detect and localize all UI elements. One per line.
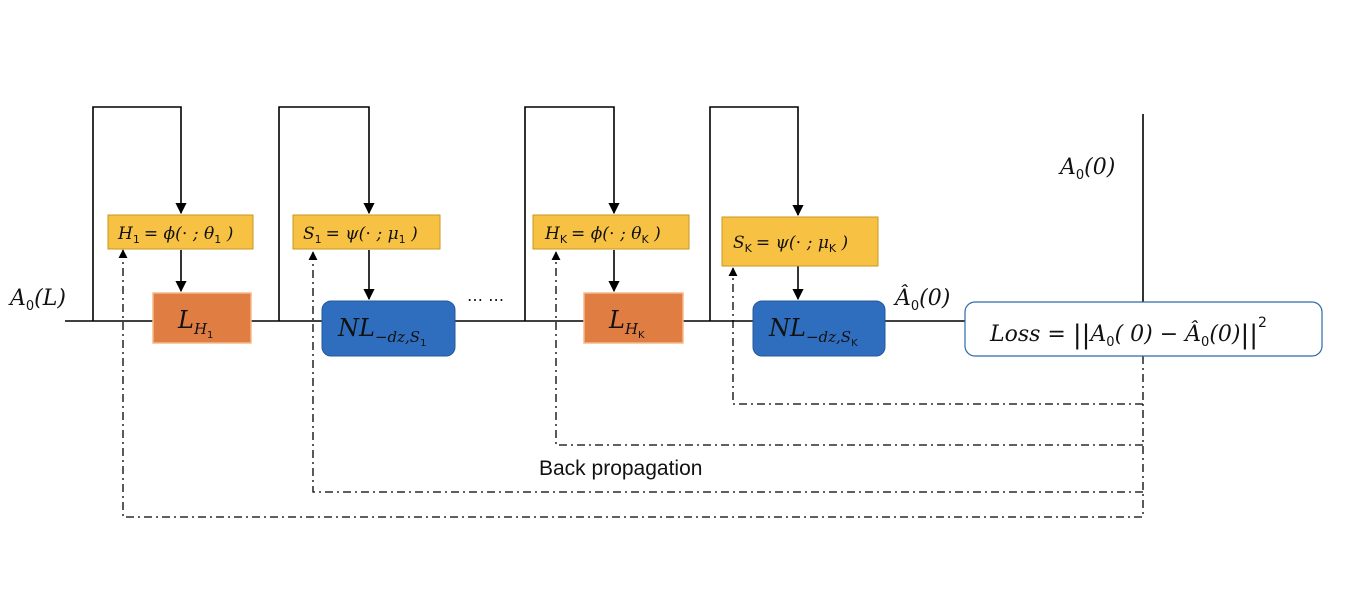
svg-text:S1= ψ(⋅ ; μ1 ): S1= ψ(⋅ ; μ1 ) bbox=[303, 224, 418, 246]
backprop-paths bbox=[118, 249, 1144, 518]
param-to-operator-arrows bbox=[175, 250, 804, 301]
ellipsis: … … bbox=[467, 286, 504, 305]
svg-text:NL−dz,S1: NL−dz,S1 bbox=[337, 314, 426, 349]
param-box-sk: SK= ψ(⋅ ; μK ) bbox=[721, 216, 879, 267]
nonlinear-operator-1: NL−dz,S1 bbox=[321, 300, 456, 357]
param-box-h1: H1= ϕ(⋅ ; θ1 ) bbox=[107, 214, 254, 250]
linear-operator-k: LHK bbox=[583, 292, 684, 344]
output-label: Â0(0) bbox=[893, 284, 950, 314]
backprop-label: Back propagation bbox=[539, 457, 702, 480]
svg-text:SK= ψ(⋅ ; μK ): SK= ψ(⋅ ; μK ) bbox=[733, 233, 848, 255]
svg-text:HK= ϕ(⋅ ; θK ): HK= ϕ(⋅ ; θK ) bbox=[544, 224, 661, 246]
param-box-s1: S1= ψ(⋅ ; μ1 ) bbox=[292, 214, 441, 250]
svg-text:H1= ϕ(⋅ ; θ1 ): H1= ϕ(⋅ ; θ1 ) bbox=[117, 224, 233, 246]
svg-text:NL−dz,SK: NL−dz,SK bbox=[768, 314, 858, 349]
target-label: A0(0) bbox=[1058, 155, 1115, 183]
svg-text:LHK: LHK bbox=[608, 306, 645, 341]
input-label: A0(L) bbox=[8, 286, 66, 314]
linear-operator-1: LH1 bbox=[152, 292, 252, 344]
param-box-hk: HK= ϕ(⋅ ; θK ) bbox=[532, 214, 690, 250]
feedback-loops bbox=[92, 106, 804, 321]
loss-box: Loss = ||A0( 0) − Â0(0)||2 bbox=[964, 301, 1323, 357]
nonlinear-operator-k: NL−dz,SK bbox=[752, 300, 886, 357]
svg-text:Loss = ||A0( 0) − Â0(0)||2: Loss = ||A0( 0) − Â0(0)||2 bbox=[989, 315, 1267, 350]
svg-text:LH1: LH1 bbox=[177, 306, 213, 341]
